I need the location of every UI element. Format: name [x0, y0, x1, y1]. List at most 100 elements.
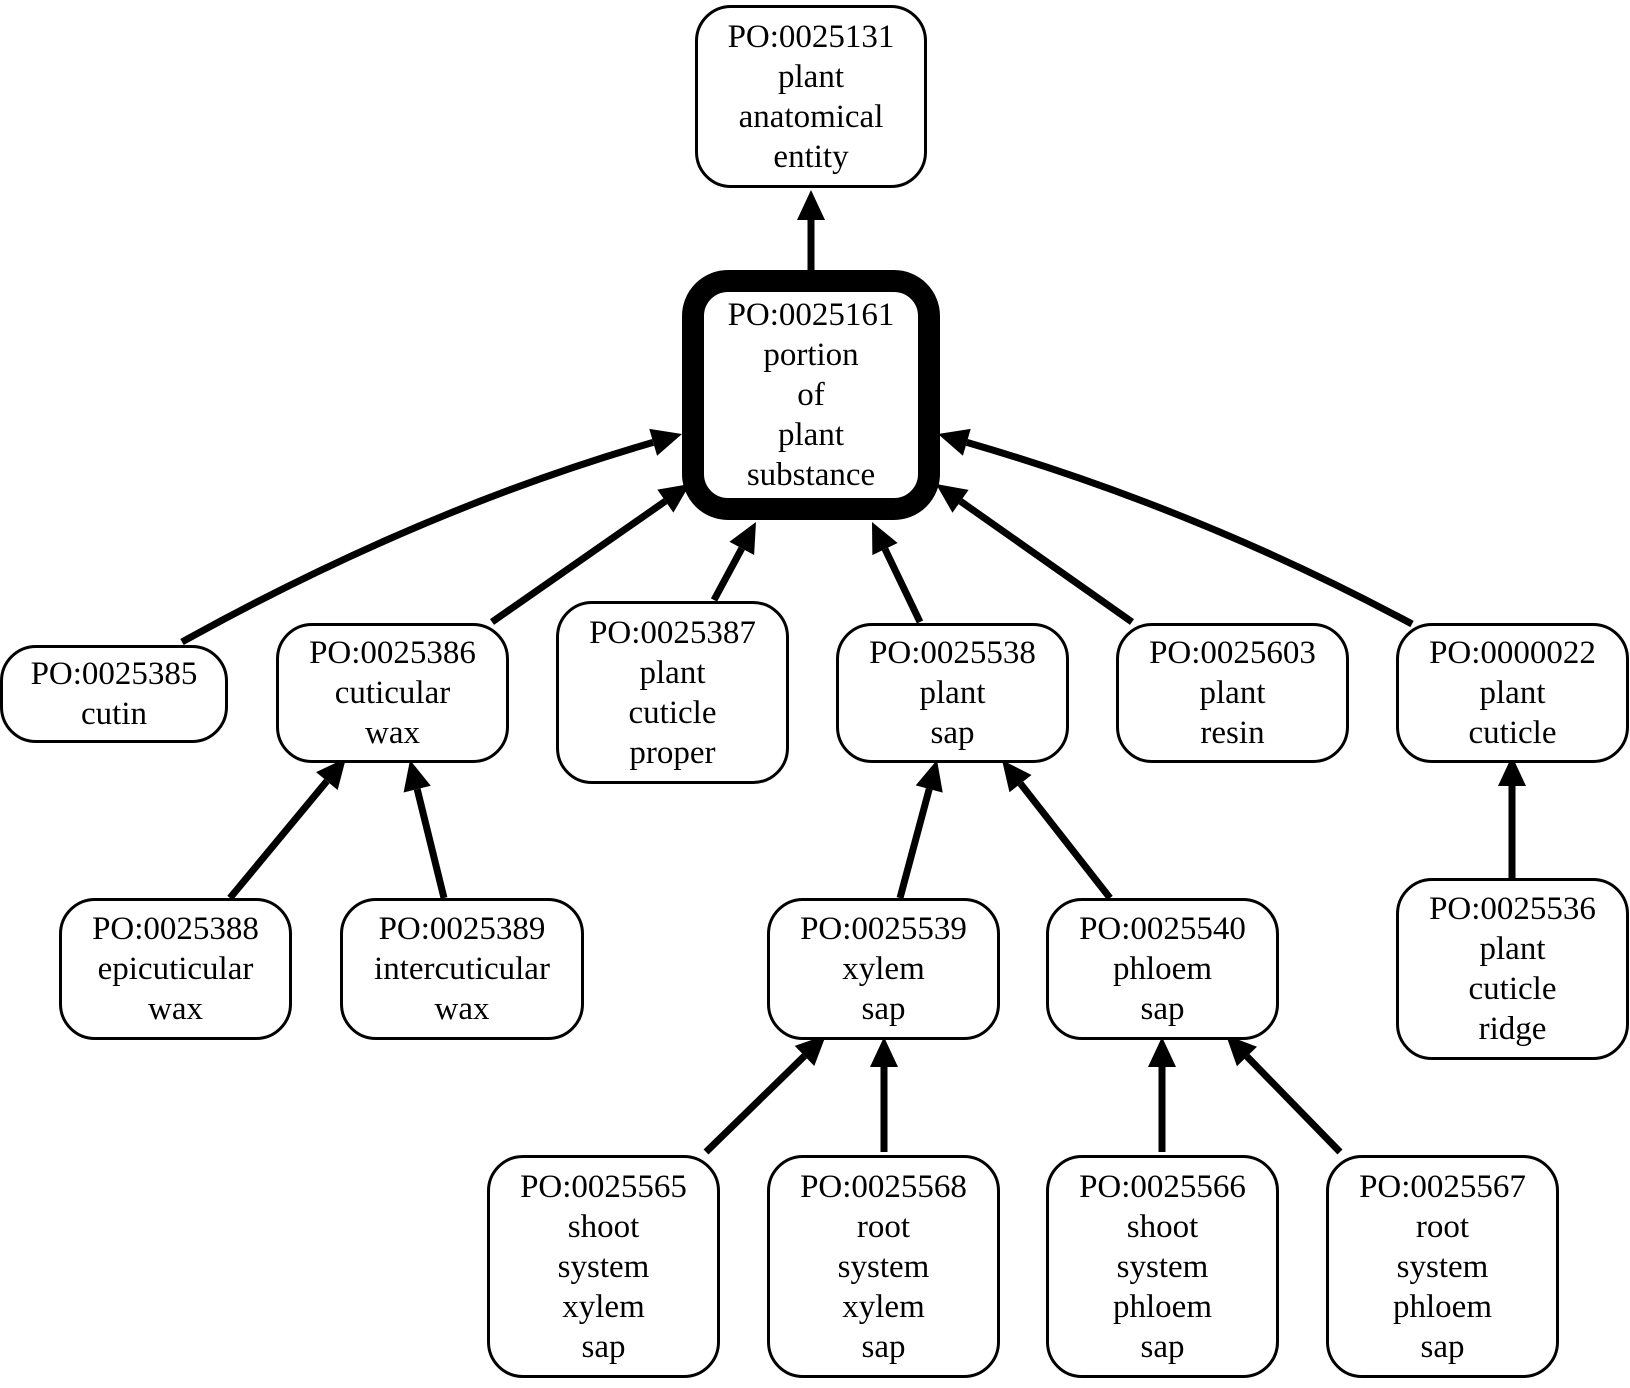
term-id: PO:0025565 [520, 1168, 687, 1205]
term-label-line: plant [1479, 931, 1546, 967]
is-a-edge [180, 428, 682, 646]
edge-line [489, 498, 668, 625]
term-label-line: system [1116, 1248, 1209, 1285]
edge-line [227, 778, 330, 901]
term-label-line: plant [778, 58, 844, 95]
term-node[interactable]: PO:0025539 xylem sap [767, 898, 1000, 1040]
term-node[interactable]: PO:0025386 cuticular wax [276, 623, 509, 763]
term-node[interactable]: PO:0025536 plant cuticle ridge [1396, 878, 1629, 1060]
term-node[interactable]: PO:0025388 epicuticular wax [59, 898, 292, 1040]
term-label-line: wax [434, 991, 490, 1027]
term-id: PO:0025539 [800, 911, 967, 947]
term-id: PO:0025536 [1429, 891, 1596, 927]
term-label-line: sap [581, 1328, 626, 1365]
term-label-line: proper [629, 734, 716, 771]
term-label-line: plant [919, 675, 986, 711]
is-a-edge [403, 760, 448, 899]
arrowhead [936, 484, 969, 513]
arrowhead [870, 1037, 898, 1067]
term-label-line: xylem [562, 1288, 645, 1325]
term-id: PO:0025387 [589, 614, 756, 651]
term-label-line: plant [639, 654, 706, 691]
arrowhead [794, 1035, 826, 1066]
edge-line [965, 438, 1414, 628]
term-label-line: cuticular [334, 675, 451, 711]
is-a-edge [896, 760, 943, 899]
is-a-edge [227, 758, 346, 901]
term-label-line: sap [1140, 1328, 1185, 1365]
is-a-edge [703, 1035, 826, 1155]
arrowhead [1498, 756, 1526, 786]
term-label-line: epicuticular [97, 951, 254, 987]
term-label-line: root [856, 1208, 911, 1245]
edge-line [881, 547, 924, 624]
edge-line [703, 1053, 807, 1155]
arrowhead [649, 428, 682, 456]
term-label-line: phloem [1113, 1288, 1212, 1325]
term-id: PO:0025568 [800, 1168, 967, 1205]
term-label-line: phloem [1113, 951, 1212, 987]
arrowhead [872, 522, 898, 556]
edge-line [1017, 781, 1113, 901]
term-id: PO:0025388 [92, 911, 259, 947]
edge-line [896, 788, 933, 899]
arrowhead [657, 484, 690, 513]
term-id: PO:0025389 [378, 911, 546, 947]
term-label-line: system [557, 1248, 650, 1285]
term-id: PO:0025386 [309, 635, 476, 671]
arrowhead [403, 760, 431, 793]
edge-line [958, 498, 1135, 625]
term-label-line: phloem [1393, 1288, 1492, 1325]
is-a-edge [797, 190, 825, 270]
term-label-line: sap [861, 991, 906, 1027]
term-label-line: wax [148, 991, 203, 1027]
term-label-line: sap [930, 715, 975, 751]
term-label-line: anatomical [738, 98, 884, 135]
arrowhead [729, 522, 756, 556]
edge-line [413, 788, 448, 899]
term-id: PO:0000022 [1429, 635, 1596, 671]
term-label-line: wax [365, 715, 420, 751]
term-label-line: ridge [1478, 1011, 1547, 1047]
term-label-line: shoot [1126, 1208, 1199, 1245]
term-label-line: resin [1200, 715, 1265, 751]
term-label-line: cuticle [1468, 971, 1557, 1007]
term-label-line: system [837, 1248, 930, 1285]
arrowhead [915, 760, 943, 793]
term-id: PO:0025131 [727, 18, 895, 55]
term-id: PO:0025385 [30, 656, 198, 692]
term-label-line: sap [1140, 991, 1185, 1027]
term-id: PO:0025603 [1149, 635, 1316, 671]
term-label-line: sap [861, 1328, 906, 1365]
term-label-line: cuticle [1468, 715, 1557, 751]
edge-line [1244, 1054, 1343, 1155]
term-id: PO:0025161 [727, 297, 895, 333]
term-label-line: system [1396, 1248, 1489, 1285]
term-label-line: cuticle [628, 694, 717, 731]
is-a-edge [710, 522, 756, 602]
is-a-edge [870, 1037, 898, 1152]
is-a-edge [938, 428, 1414, 628]
term-label-line: sap [1420, 1328, 1465, 1365]
is-a-edge [1148, 1037, 1176, 1152]
term-label-line: substance [746, 457, 876, 493]
is-a-edge [936, 484, 1135, 625]
term-label-line: xylem [842, 951, 925, 987]
edge-line [710, 546, 745, 602]
term-label-line: of [797, 377, 825, 413]
